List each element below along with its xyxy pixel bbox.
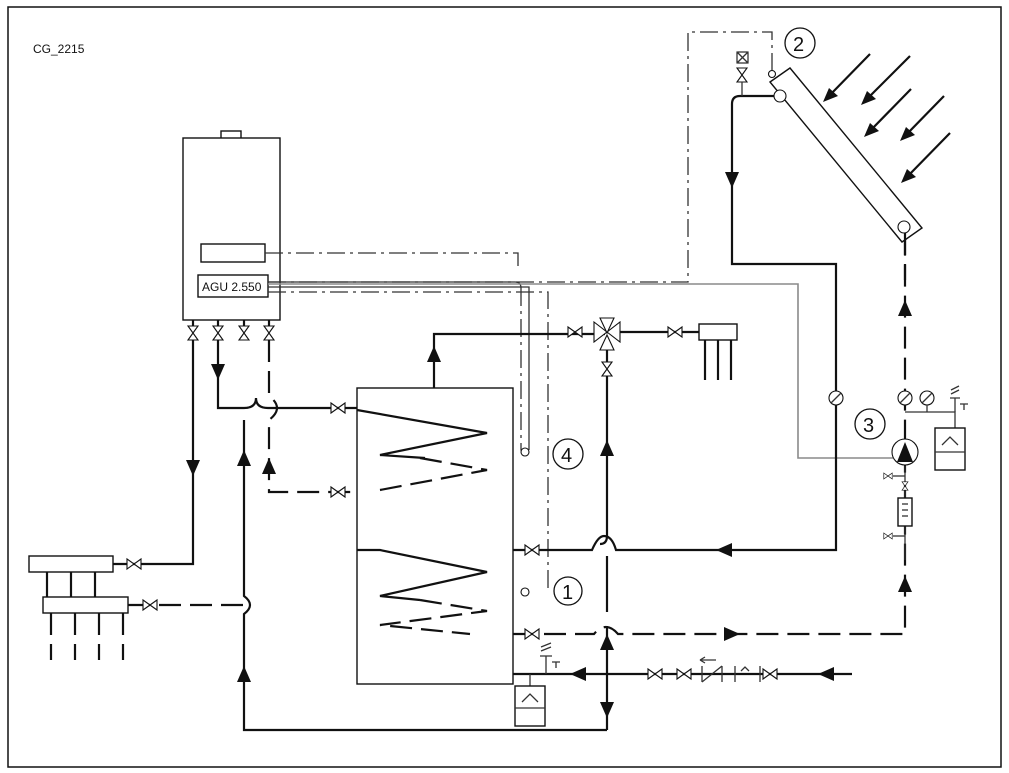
control-line [520,288,529,451]
valve-icon [762,668,778,680]
boiler-flow-pipe [216,340,357,410]
hot-water-manifold [698,323,738,341]
heating-flow-pipe [113,340,195,566]
svg-text:1: 1 [562,582,573,604]
solar-heating-coil [379,598,488,636]
flow-arrow [600,702,614,718]
flow-arrow [898,576,912,592]
check-valve-icon [699,656,723,683]
solar-heating-coil [357,548,488,602]
figure-code: CG_2215 [33,42,85,56]
valve-icon [601,361,613,377]
diagram-border [7,6,1002,768]
boiler-valves [187,320,275,341]
upper-heating-coil [379,456,488,492]
flow-arrow [600,440,614,456]
flow-arrow [211,364,225,380]
control-line [268,31,773,283]
boiler-return-pipe [267,340,357,494]
heating-manifold [28,555,114,573]
flow-arrow [237,666,251,682]
flow-arrow [600,634,614,650]
flow-arrow [262,458,276,474]
valve-icon [901,481,909,491]
callout-1: 1 [553,576,583,606]
valve-icon [330,402,346,414]
valve-icon [187,325,199,341]
valve-icon [238,325,250,341]
expansion-vessel-icon [934,427,966,471]
valve-icon [212,325,224,341]
solar-flow-pipe [513,236,907,636]
main-return-pipe [242,420,607,732]
valve-icon [524,544,540,556]
valve-icon [883,472,893,480]
svg-text:3: 3 [863,415,874,437]
flow-arrow [716,543,732,557]
pump-control-line [268,283,893,459]
callout-2: 2 [784,27,816,59]
svg-text:2: 2 [793,34,804,56]
solar-collector-icon [768,67,924,280]
callout-3: 3 [854,408,886,440]
valve-icon [647,668,663,680]
svg-text:4: 4 [561,445,572,467]
flow-meter-icon [897,497,913,527]
flow-arrow [570,667,586,681]
radiator-lines [45,572,97,598]
sun-ray-icon [823,53,951,183]
controller-label: AGU 2.550 [202,280,262,294]
callout-4: 4 [552,438,584,470]
safety-valve-icon [540,642,560,674]
mixing-valve-icon [593,317,621,351]
flow-arrow [725,172,739,188]
sensor-icon [520,587,530,597]
flow-arrow [427,346,441,362]
valve-icon [524,628,540,640]
valve-icon [676,668,692,680]
valve-icon [330,486,346,498]
radiator-return-lines [49,613,125,660]
expansion-vessel-icon [514,685,546,727]
controller-module [197,274,269,298]
pump-station [883,385,968,560]
control-line [268,286,530,450]
sensor-icon [767,69,777,79]
heating-return-manifold [42,596,129,614]
cold-water-riser [599,376,609,546]
valve-icon [667,326,683,338]
pressure-reducer-icon [734,666,750,682]
sensor-icon [520,447,530,457]
air-vent-icon [736,51,749,96]
hot-water-outlet [432,332,605,388]
flow-arrow [818,667,834,681]
control-line [265,252,519,270]
tank-safety-group [514,642,560,727]
valve-icon [883,532,893,540]
boiler-display [200,243,266,263]
boiler-unit: AGU 2.550 [182,130,281,321]
flow-arrow [237,450,251,466]
control-line [268,291,549,590]
valve-icon [142,599,158,611]
storage-tank [356,387,514,685]
flow-arrow [186,460,200,476]
valve-icon [263,325,275,341]
flow-arrow [724,627,740,641]
upper-heating-coil [356,408,488,460]
valve-icon [126,558,142,570]
solar-return-to-collector [513,94,838,552]
valve-icon [567,326,583,338]
flow-arrow [898,300,912,316]
safety-valve-icon [950,385,968,412]
tap-icon [703,340,733,380]
